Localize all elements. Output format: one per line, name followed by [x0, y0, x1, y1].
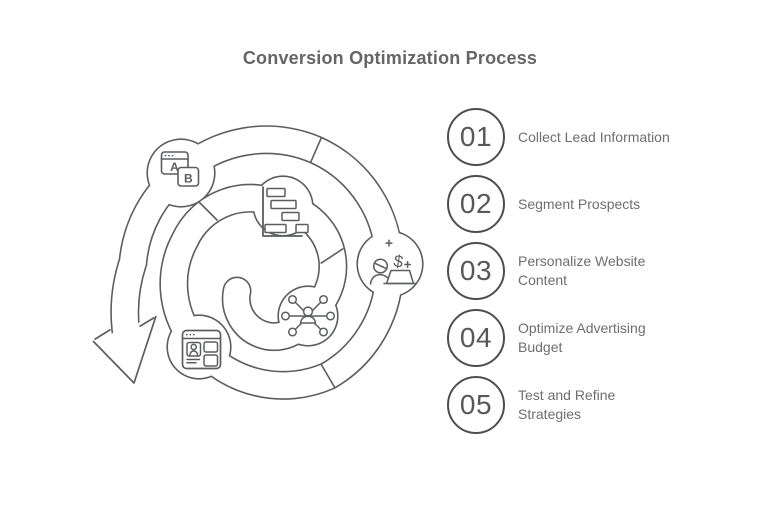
network-node — [318, 327, 329, 337]
step-label: Collect Lead Information — [518, 128, 670, 145]
person-shoulders — [299, 315, 317, 324]
dollar-glyph: $ — [392, 251, 405, 271]
step-number: 04 — [459, 322, 493, 353]
step-row: 02 Segment Prospects — [447, 175, 747, 233]
step-label: Segment Prospects — [518, 195, 641, 212]
step-number-circle: 01 — [447, 108, 505, 166]
variant-b-glyph: B — [184, 172, 193, 186]
personalized-page-icon — [181, 329, 222, 370]
sparkle-plus — [404, 261, 412, 268]
network-node — [318, 294, 329, 305]
chart-bar — [264, 223, 287, 234]
chart-bar — [270, 199, 297, 210]
step-label: Personalize Website Content — [518, 253, 646, 288]
browser-dot — [189, 333, 192, 336]
step-number: 05 — [459, 389, 493, 420]
network-node — [325, 311, 336, 321]
step-number-circle: 04 — [447, 309, 505, 367]
step-row: 01 Collect Lead Information — [447, 108, 747, 166]
chart-bar — [295, 223, 309, 234]
step-number: 01 — [459, 121, 493, 152]
icon-bump — [358, 232, 422, 296]
variant-a-glyph: A — [170, 160, 179, 174]
arrowhead-shape — [92, 315, 157, 384]
avatar-box — [186, 341, 202, 357]
content-box — [203, 341, 219, 353]
person-body — [369, 273, 390, 285]
segment-dividers — [197, 137, 344, 389]
chart-bar — [281, 211, 300, 222]
divider-line — [320, 247, 344, 265]
arrowhead-barb-line — [139, 316, 155, 328]
step-number: 03 — [459, 255, 493, 286]
network-node — [287, 327, 298, 337]
avatar-shoulders — [189, 350, 199, 357]
divider-line — [309, 137, 323, 163]
window-b — [177, 166, 200, 187]
arrowhead — [92, 315, 157, 384]
step-row: 03 Personalize Website Content — [447, 242, 747, 300]
step-number-circle: 03 — [447, 242, 505, 300]
page-title: Conversion Optimization Process — [242, 48, 538, 68]
divider-line — [320, 363, 336, 389]
chart-axis — [262, 186, 303, 237]
pie-slice-line — [374, 262, 387, 270]
lead-network-icon — [280, 294, 336, 337]
network-node — [280, 311, 291, 321]
budget-optimization-icon: $ — [369, 239, 417, 285]
steps-list: 01 Collect Lead Information 02 Segment P… — [447, 108, 747, 443]
laptop-screen — [385, 269, 415, 285]
sparkle-plus — [385, 239, 393, 247]
network-node — [287, 294, 298, 305]
person-head — [302, 306, 314, 317]
window-dot — [164, 154, 167, 157]
window-dot — [171, 154, 174, 157]
segments-chart-icon — [262, 186, 309, 237]
step-number-circle: 02 — [447, 175, 505, 233]
browser-dot — [192, 333, 195, 336]
divider-line — [197, 200, 219, 222]
content-box — [203, 354, 219, 367]
step-label: Test and Refine Strategies — [518, 387, 616, 422]
step-row: 05 Test and Refine Strategies — [447, 376, 747, 434]
avatar-head — [190, 343, 198, 351]
step-row: 04 Optimize Advertising Budget — [447, 309, 747, 367]
browser-dot — [185, 333, 188, 336]
chart-bar — [266, 187, 286, 198]
window-dot — [168, 154, 170, 157]
step-number: 02 — [459, 188, 493, 219]
ab-testing-icon: A B — [160, 151, 200, 187]
step-label: Optimize Advertising Budget — [518, 320, 646, 355]
arrowhead-barb-line — [94, 328, 111, 341]
step-number-circle: 05 — [447, 376, 505, 434]
